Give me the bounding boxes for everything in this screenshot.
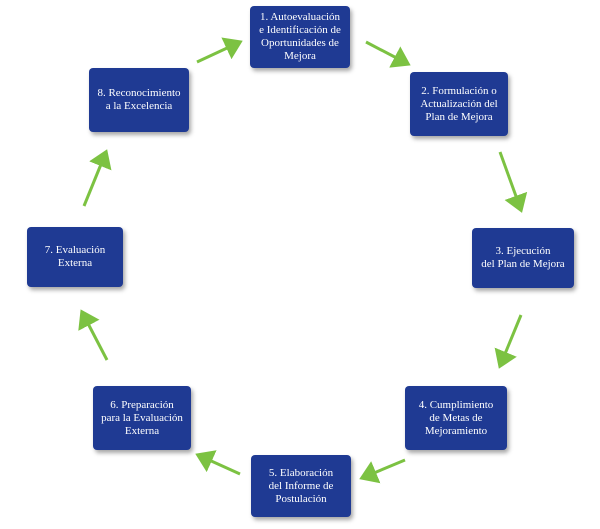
- step-8-label: 8. Reconocimiento a la Excelencia: [97, 87, 181, 112]
- step-2-label: 2. Formulación o Actualización del Plan …: [420, 84, 498, 123]
- step-8-box: 8. Reconocimiento a la Excelencia: [89, 68, 189, 132]
- step-1-box: 1. Autoevaluación e Identificación de Op…: [250, 6, 350, 68]
- step-2-box: 2. Formulación o Actualización del Plan …: [410, 72, 508, 136]
- step-6-label: 6. Preparación para la Evaluación Extern…: [101, 398, 183, 437]
- step-7-box: 7. Evaluación Externa: [27, 227, 123, 287]
- step-5-label: 5. Elaboración del Informe de Postulació…: [268, 466, 334, 505]
- arrow-6-to-7: [78, 309, 109, 361]
- arrow-3-to-4: [494, 314, 523, 369]
- step-4-box: 4. Cumplimiento de Metas de Mejoramiento: [405, 386, 507, 450]
- step-4-label: 4. Cumplimiento de Metas de Mejoramiento: [418, 398, 494, 437]
- step-1-label: 1. Autoevaluación e Identificación de Op…: [259, 11, 341, 62]
- step-5-box: 5. Elaboración del Informe de Postulació…: [251, 455, 351, 517]
- step-3-box: 3. Ejecución del Plan de Mejora: [472, 228, 574, 288]
- arrow-8-to-1: [196, 37, 243, 64]
- step-7-label: 7. Evaluación Externa: [44, 244, 106, 269]
- arrow-5-to-6: [195, 450, 241, 476]
- step-6-box: 6. Preparación para la Evaluación Extern…: [93, 386, 191, 450]
- arrow-4-to-5: [359, 458, 406, 484]
- arrow-7-to-8: [82, 149, 112, 207]
- step-3-label: 3. Ejecución del Plan de Mejora: [481, 245, 565, 270]
- arrow-2-to-3: [498, 151, 528, 213]
- arrow-1-to-2: [365, 40, 411, 68]
